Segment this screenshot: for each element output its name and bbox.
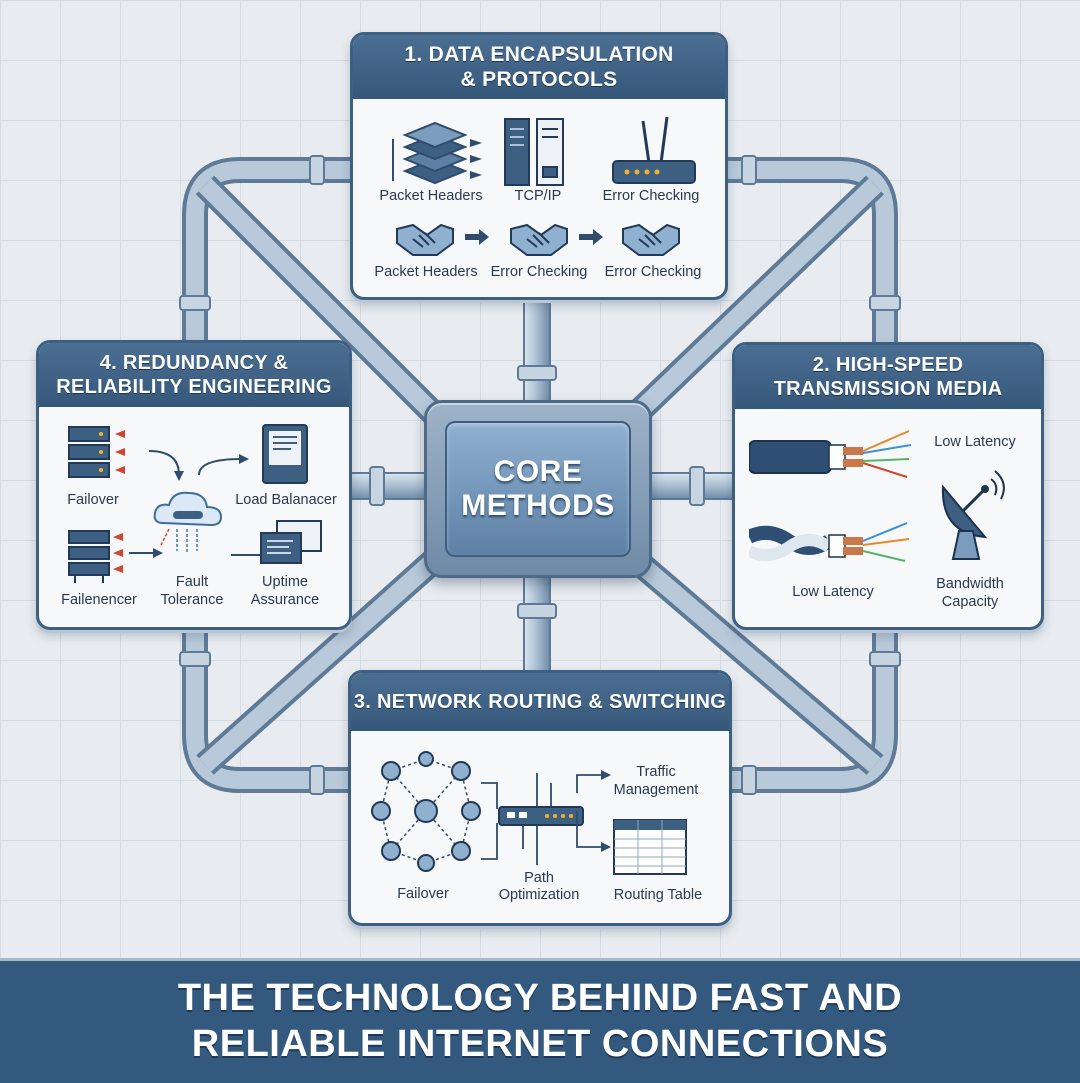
panel-transmission-media: 2. HIGH-SPEED TRANSMISSION MEDIA Low Lat…	[732, 342, 1044, 630]
label-error-checking-2: Error Checking	[490, 264, 588, 280]
label-capacity: Capacity	[941, 594, 999, 610]
core-methods-label: CORE METHODS	[445, 421, 631, 557]
panel-title: 4. REDUNDANCY & RELIABILITY ENGINEERING	[39, 343, 349, 407]
flow-arrows-icon	[149, 450, 249, 481]
label-assurance: Assurance	[250, 592, 320, 608]
panel-title: 3. NETWORK ROUTING & SWITCHING	[351, 673, 729, 731]
cloud-icon	[153, 491, 223, 553]
label-bandwidth: Bandwidth	[936, 576, 1004, 592]
label-path: Path	[524, 870, 554, 886]
fiber-cable-icon	[749, 430, 912, 478]
panel-routing-switching: 3. NETWORK ROUTING & SWITCHING Traffic M…	[348, 670, 732, 926]
server-rack-icon	[68, 530, 163, 583]
uptime-monitor-icon	[260, 520, 322, 564]
label-failover: Failover	[67, 492, 119, 508]
arrows-icon	[576, 770, 611, 852]
panel-data-encapsulation: 1. DATA ENCAPSULATION & PROTOCOLS Packet…	[350, 32, 728, 300]
load-balancer-icon	[262, 424, 308, 484]
switch-icon	[481, 773, 584, 865]
panel-title-line2: & PROTOCOLS	[460, 68, 618, 91]
handshake-icon	[510, 223, 568, 256]
label-error-checking: Error Checking	[602, 188, 700, 204]
label-low-latency-2: Low Latency	[792, 584, 874, 600]
panel-title-line2: TRANSMISSION MEDIA	[773, 378, 1003, 400]
label-packet-headers-2: Packet Headers	[374, 264, 478, 280]
satellite-dish-icon	[941, 470, 1005, 560]
handshake-icon	[396, 223, 454, 256]
banner-title-line1: THE TECHNOLOGY BEHIND FAST AND	[177, 977, 903, 1020]
panel-title-line1: 1. DATA ENCAPSULATION	[404, 42, 674, 66]
panel-title: 2. HIGH-SPEED TRANSMISSION MEDIA	[735, 345, 1041, 409]
tcpip-server-icon	[504, 118, 564, 186]
arrow-right-icon	[579, 229, 603, 245]
label-failover: Failover	[397, 886, 449, 902]
server-rack-icon	[68, 426, 125, 478]
panel-title-line1: 3. NETWORK ROUTING & SWITCHING	[353, 691, 727, 713]
panel-title-line1: 4. REDUNDANCY &	[99, 352, 289, 374]
panel-redundancy-reliability: 4. REDUNDANCY & RELIABILITY ENGINEERING …	[36, 340, 352, 630]
label-tcpip: TCP/IP	[514, 188, 562, 204]
core-title-line2: METHODS	[461, 489, 615, 522]
label-error-checking-3: Error Checking	[604, 264, 702, 280]
panel-title-line1: 2. HIGH-SPEED	[812, 354, 964, 376]
label-fault: Fault	[175, 574, 209, 590]
label-tolerance: Tolerance	[160, 592, 224, 608]
twisted-cable-icon	[749, 522, 910, 562]
label-low-latency: Low Latency	[934, 434, 1016, 450]
network-nodes-icon	[371, 751, 481, 872]
core-methods-hub: CORE METHODS	[424, 400, 652, 578]
core-title-line1: CORE	[493, 454, 583, 488]
label-traffic: Traffic	[636, 764, 676, 780]
label-failenencer: Failenencer	[61, 592, 137, 608]
handshake-icon	[622, 223, 680, 256]
panel-title-line2: RELIABILITY ENGINEERING	[56, 376, 332, 398]
routing-table-icon	[613, 819, 687, 875]
title-banner: THE TECHNOLOGY BEHIND FAST AND RELIABLE …	[0, 958, 1080, 1083]
label-optimization: Optimization	[498, 887, 580, 903]
banner-title-line2: RELIABLE INTERNET CONNECTIONS	[191, 1023, 889, 1065]
label-management: Management	[613, 782, 699, 798]
label-routing-table: Routing Table	[613, 887, 703, 903]
label-uptime: Uptime	[262, 574, 308, 590]
router-icon	[612, 116, 696, 184]
packet-stack-icon	[392, 121, 482, 185]
label-load-balancer: Load Balanacer	[235, 492, 337, 508]
label-packet-headers: Packet Headers	[379, 188, 483, 204]
arrow-right-icon	[465, 229, 489, 245]
panel-title: 1. DATA ENCAPSULATION & PROTOCOLS	[353, 35, 725, 99]
